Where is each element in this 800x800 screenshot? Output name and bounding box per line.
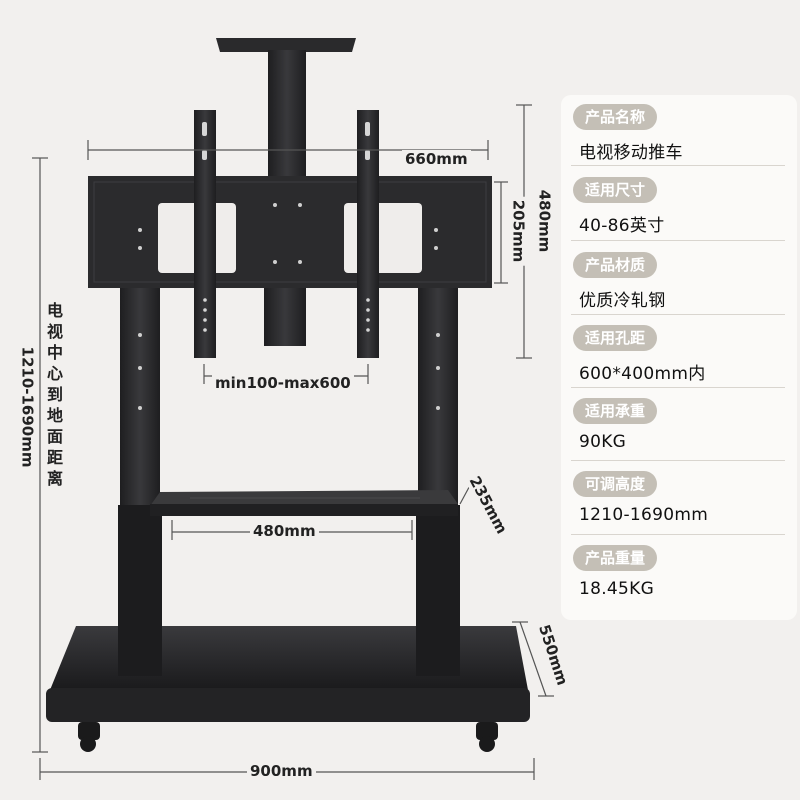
spec-key: 适用孔距 [573, 325, 658, 351]
spec-value: 优质冷轧钢 [579, 291, 666, 311]
spec-row-load: 适用承重 90KG [573, 398, 658, 452]
spec-row-hole-pitch: 适用孔距 600*400mm内 [573, 325, 706, 384]
base-width-label: 900mm [247, 762, 316, 780]
divider [571, 240, 785, 241]
spec-key: 产品材质 [573, 252, 658, 278]
mount-span-label: 660mm [402, 150, 471, 168]
spec-value: 1210-1690mm [579, 505, 709, 525]
spec-value: 40-86英寸 [579, 216, 665, 236]
spec-value: 90KG [579, 432, 627, 452]
spec-row-height: 可调高度 1210-1690mm [573, 471, 708, 525]
divider [571, 534, 785, 535]
divider [571, 314, 785, 315]
caster-wheels [78, 722, 498, 752]
spec-key: 产品重量 [573, 545, 658, 571]
spec-row-size: 适用尺寸 40-86英寸 [573, 177, 665, 236]
spec-key: 可调高度 [573, 471, 658, 497]
spec-row-weight: 产品重量 18.45KG [573, 545, 658, 599]
spec-row-material: 产品材质 优质冷轧钢 [573, 252, 666, 311]
center-height-caption: 电视中心到地面距离 [46, 301, 63, 488]
shelf-width-label: 480mm [250, 522, 319, 540]
divider [571, 460, 785, 461]
spec-panel: 产品名称 电视移动推车 适用尺寸 40-86英寸 产品材质 优质冷轧钢 适用孔距… [561, 95, 797, 620]
vesa-range-label: min100-max600 [212, 374, 354, 392]
panel-height-label: 480mm [535, 186, 554, 256]
middle-shelf [150, 490, 458, 516]
spec-key: 适用承重 [573, 398, 658, 424]
spec-value: 18.45KG [579, 579, 655, 599]
camera-shelf [216, 38, 356, 180]
spec-key: 适用尺寸 [573, 177, 658, 203]
spec-value: 600*400mm内 [579, 364, 706, 384]
vesa-brackets [194, 110, 379, 358]
spec-key: 产品名称 [573, 104, 658, 130]
divider [571, 165, 785, 166]
spec-row-name: 产品名称 电视移动推车 [573, 104, 683, 163]
vesa-height-label: 205mm [509, 196, 528, 266]
center-height-range-label: 1210-1690mm [18, 343, 37, 471]
cart-base [46, 620, 530, 722]
divider [571, 387, 785, 388]
spec-value: 电视移动推车 [579, 143, 683, 163]
